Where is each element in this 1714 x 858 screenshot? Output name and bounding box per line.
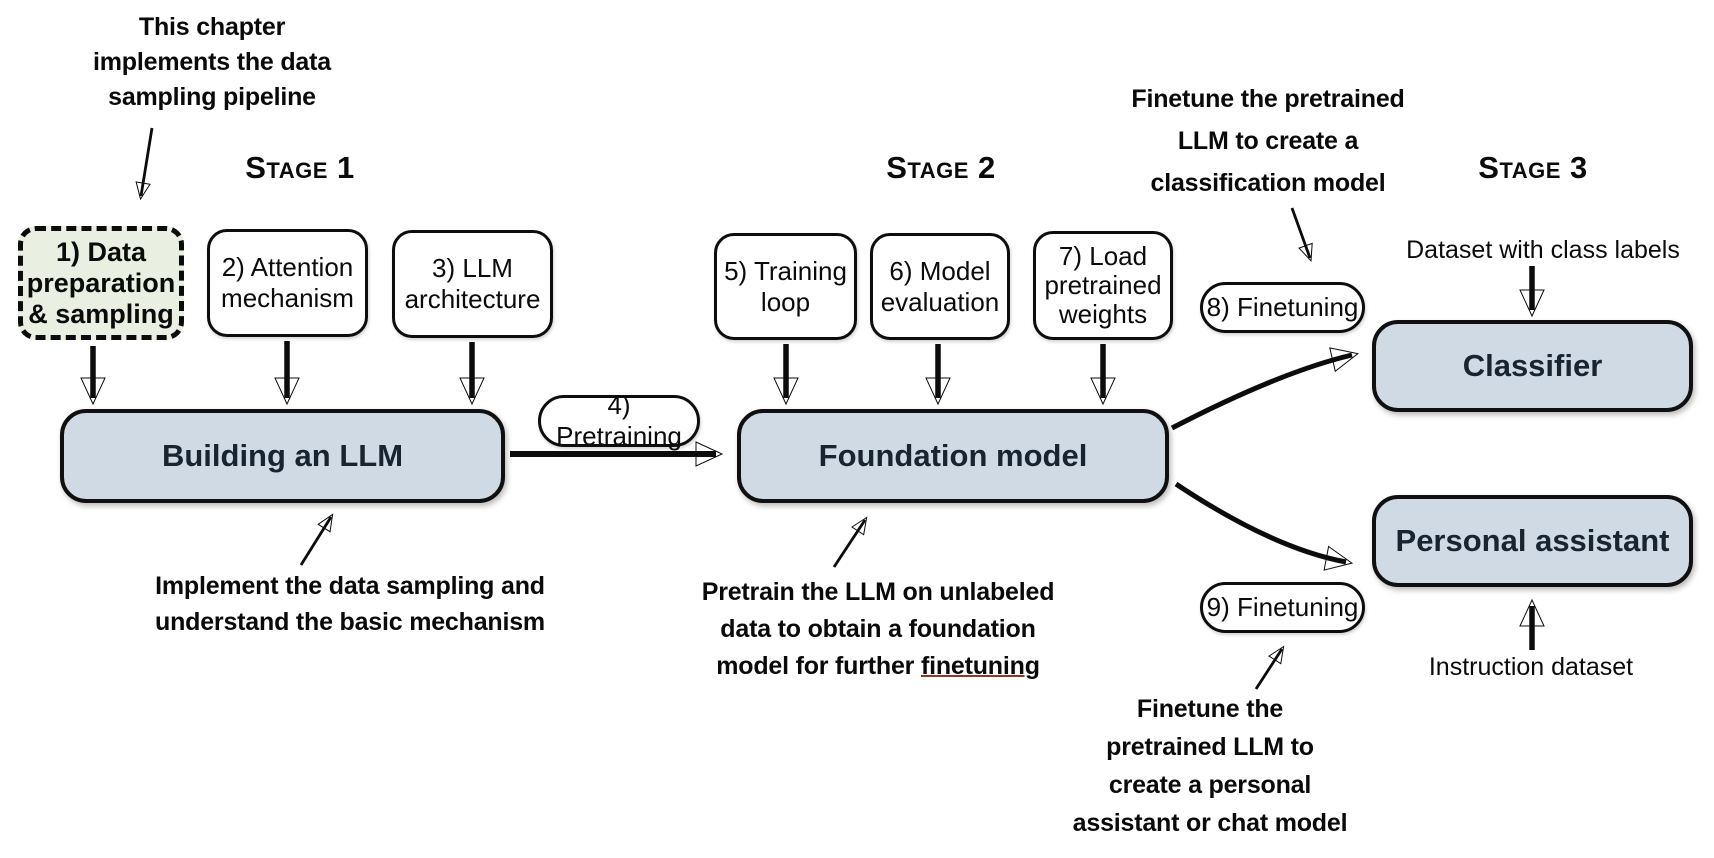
arrow-classification-note-to-pill-8 bbox=[1290, 207, 1313, 262]
step-box-training-loop: 5) Training loop bbox=[714, 233, 857, 340]
step-box-load-pretrained-weights: 7) Load pretrained weights bbox=[1033, 231, 1173, 340]
arrow-pretrain-note-to-foundation-box bbox=[832, 516, 868, 568]
stage-2-heading: Stage 2 bbox=[886, 150, 996, 185]
pill-pretraining: 4) Pretraining bbox=[538, 390, 700, 451]
step-box-data-preparation: 1) Data preparation & sampling bbox=[18, 226, 184, 340]
arrow-chapter-note-to-data-box bbox=[135, 127, 154, 201]
pretrain-note-line3: model for further finetuning bbox=[716, 652, 1040, 680]
stage-3-heading: Stage 3 bbox=[1478, 150, 1588, 185]
arrow-foundation-to-personal-assistant bbox=[1174, 481, 1354, 571]
chapter-note: This chapter implements the data samplin… bbox=[93, 13, 331, 111]
step-box-attention-mechanism: 2) Attention mechanism bbox=[207, 229, 368, 337]
instruction-dataset-label: Instruction dataset bbox=[1428, 653, 1634, 681]
pretrain-note-lines: Pretrain the LLM on unlabeled data to ob… bbox=[701, 578, 1055, 643]
implement-note: Implement the data sampling and understa… bbox=[155, 572, 545, 636]
assistant-note: Finetune the pretrained LLM to create a … bbox=[1072, 695, 1348, 837]
pretrain-note-underlined-word: finetuning bbox=[920, 652, 1040, 680]
arrow-implement-note-to-building-box bbox=[299, 513, 334, 566]
arrow-foundation-to-classifier bbox=[1170, 347, 1360, 431]
foundation-model-box: Foundation model bbox=[737, 409, 1169, 503]
step-box-model-evaluation: 6) Model evaluation bbox=[870, 233, 1010, 340]
classification-note: Finetune the pretrained LLM to create a … bbox=[1131, 85, 1405, 197]
pill-finetuning-9: 9) Finetuning bbox=[1200, 582, 1365, 633]
arrow-assistant-note-to-pill-9 bbox=[1254, 645, 1285, 690]
step-box-llm-architecture: 3) LLM architecture bbox=[392, 230, 553, 338]
pill-finetuning-8: 8) Finetuning bbox=[1200, 282, 1365, 333]
classifier-box: Classifier bbox=[1372, 320, 1693, 412]
dataset-with-class-labels-label: Dataset with class labels bbox=[1406, 236, 1680, 264]
stage-1-heading: Stage 1 bbox=[245, 150, 355, 185]
building-an-llm-box: Building an LLM bbox=[60, 409, 505, 503]
pretrain-note: Pretrain the LLM on unlabeled data to ob… bbox=[678, 574, 1078, 685]
personal-assistant-box: Personal assistant bbox=[1372, 495, 1693, 587]
